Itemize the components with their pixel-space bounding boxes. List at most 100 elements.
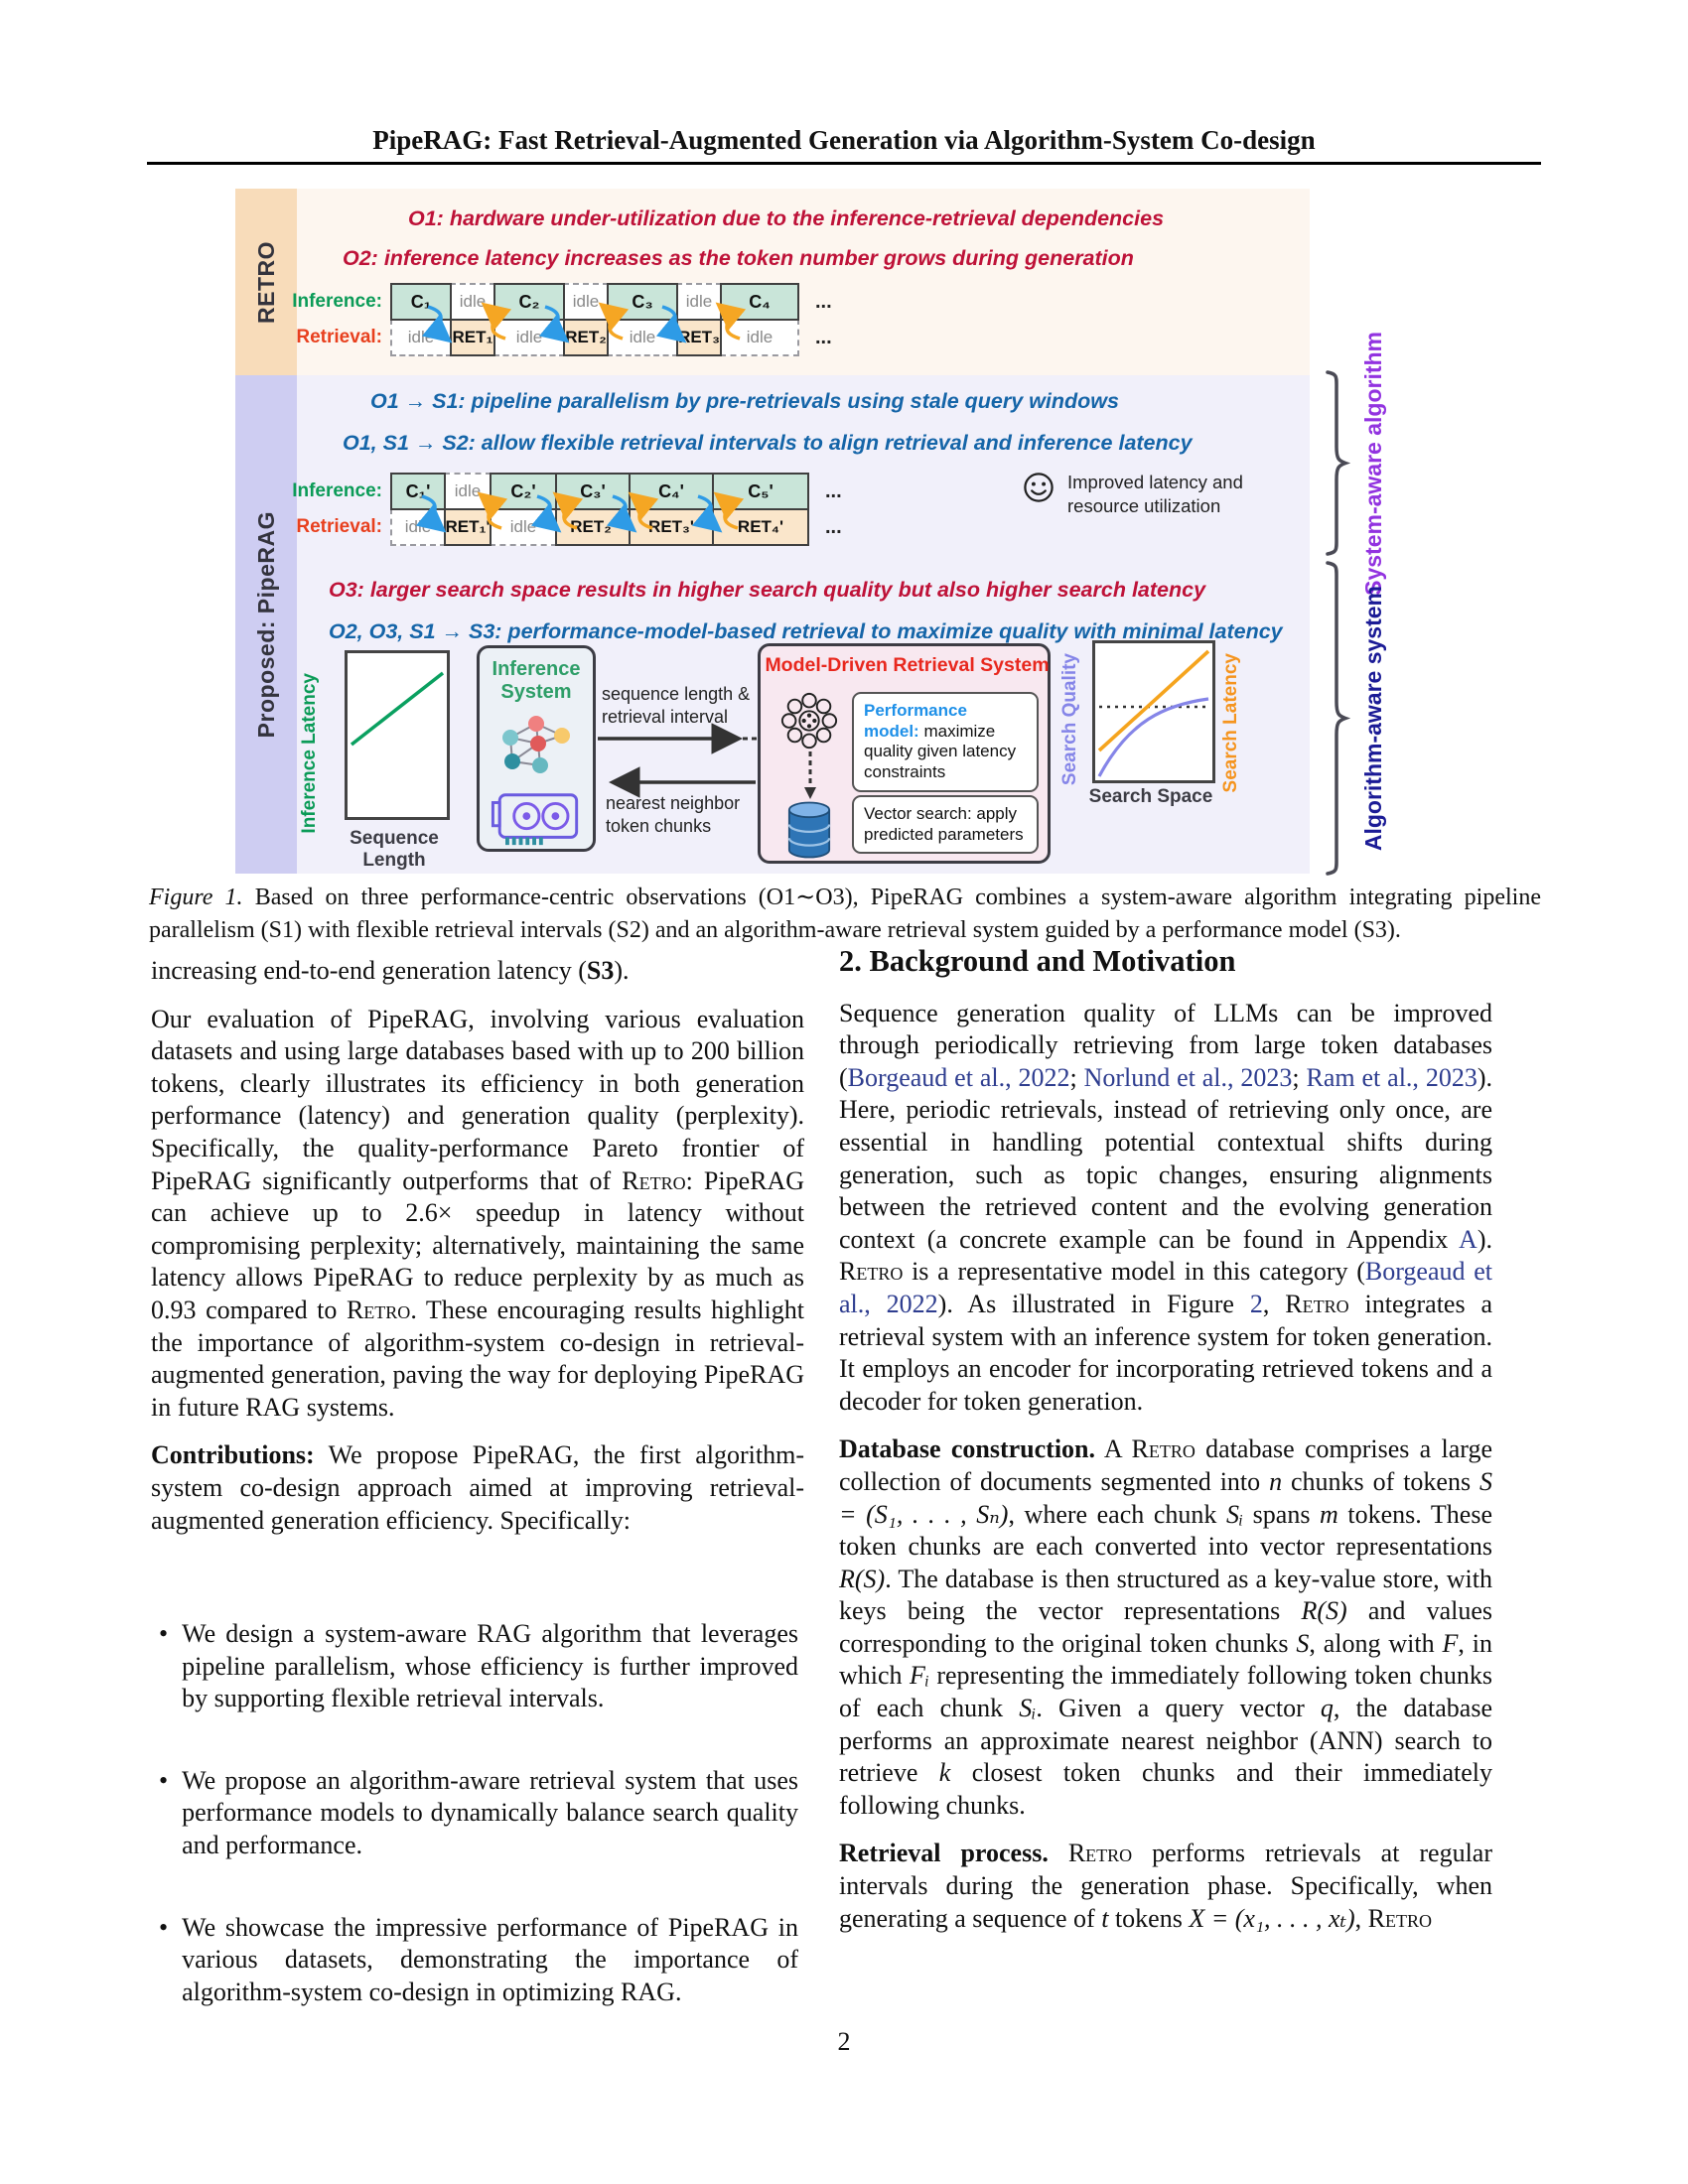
- text-segment: S = (S₁, . . . , Sₙ): [839, 1466, 1493, 1529]
- timeline-cell: C₃: [607, 283, 678, 321]
- retrieval-system-title: Model-Driven Retrieval System: [765, 654, 1050, 676]
- timeline-cell: RET₁: [450, 319, 495, 356]
- text-segment: ;: [1292, 1062, 1307, 1092]
- timeline-cell: idle: [563, 283, 609, 321]
- text-segment: n: [1269, 1466, 1283, 1496]
- timeline-cell: C₅': [712, 473, 809, 510]
- bullet-marker: •: [159, 1765, 169, 1795]
- paragraph: Sequence generation quality of LLMs can …: [839, 998, 1492, 1419]
- latency-vs-length-chart: [345, 650, 450, 820]
- text-segment: Retro: [1285, 1289, 1349, 1318]
- text-segment: X = (x₁, . . . , xₜ): [1189, 1903, 1355, 1933]
- bullet-text: We propose an algorithm-aware retrieval …: [182, 1765, 798, 1862]
- system-interface-arrows: sequence length & retrieval interval nea…: [596, 673, 758, 836]
- citation-link[interactable]: Borgeaud et al., 2022: [839, 1257, 1493, 1318]
- timeline-cell: C₁': [390, 473, 446, 510]
- text-segment: F: [1442, 1628, 1459, 1658]
- text-segment: chunks of tokens: [1282, 1466, 1480, 1496]
- system-aware-brace: [1326, 370, 1351, 556]
- algorithm-aware-label: Algorithm-aware system: [1359, 585, 1386, 852]
- text-segment: ;: [1069, 1062, 1084, 1092]
- text-segment: S3: [586, 956, 615, 985]
- quality-latency-vs-space-chart: [1092, 640, 1215, 783]
- latency-line: [350, 671, 445, 747]
- text-segment: ,: [1354, 1903, 1368, 1933]
- bullet-item: • We propose an algorithm-aware retrieval…: [159, 1765, 798, 1862]
- timeline-cell: idle: [720, 319, 799, 356]
- text-segment: [1049, 1839, 1068, 1867]
- piperag-retrieval-row: Retrieval: idle RET₁' idle RET₂' RET₃' R…: [296, 508, 913, 546]
- citation-link[interactable]: Borgeaud et al., 2022: [847, 1062, 1070, 1092]
- text-segment: ). Here, periodic retrievals, instead of…: [839, 1062, 1492, 1254]
- bullet-marker: •: [159, 1912, 169, 1942]
- ellipsis: ...: [815, 290, 832, 313]
- timeline-cell: RET₁': [444, 508, 492, 546]
- performance-model-body: maximize quality given latency constrain…: [864, 721, 1017, 782]
- system-aware-label: System-aware algorithm: [1359, 331, 1386, 596]
- timeline-cell: idle: [450, 283, 495, 321]
- text-segment: ).: [1477, 1224, 1492, 1254]
- timeline-cell: idle: [607, 319, 678, 356]
- text-segment: , in which: [839, 1628, 1492, 1691]
- improvement-note-text: Improved latency and resource utilizatio…: [1067, 472, 1243, 517]
- text-segment: 2. Background and Motivation: [839, 944, 1236, 978]
- timeline-cell: C₂: [493, 283, 565, 321]
- timeline-cell: C₃': [555, 473, 631, 510]
- piperag-band: Proposed: PipeRAG: [235, 375, 297, 874]
- ellipsis: ...: [815, 326, 832, 348]
- inference-system-box: Inference System: [477, 645, 596, 852]
- figure-caption: Figure 1. Based on three performance-cen…: [149, 882, 1541, 947]
- observation-o3: O3: larger search space results in highe…: [329, 578, 1206, 602]
- text-segment: Retro: [1131, 1434, 1196, 1464]
- citation-link[interactable]: Ram et al., 2023: [1306, 1062, 1477, 1092]
- text-segment: Retro: [839, 1257, 904, 1287]
- model-to-search-arrow: [804, 751, 816, 799]
- timeline-cell: idle: [493, 319, 565, 356]
- piperag-inference-row: Inference: C₁' idle C₂' C₃' C₄' C₅' ...: [292, 473, 913, 510]
- ellipsis: ...: [825, 515, 842, 538]
- text-segment: S: [1296, 1628, 1310, 1658]
- text-segment: Retro: [346, 1295, 411, 1324]
- inference-system-title: Inference System: [492, 658, 581, 703]
- inference-row-label: Inference:: [292, 480, 382, 501]
- text-segment: Sᵢ: [1225, 1499, 1244, 1529]
- timeline-cell: RET₄': [712, 508, 809, 546]
- section-heading: 2. Background and Motivation: [839, 945, 1492, 978]
- search-latency-axis-label: Search Latency: [1220, 653, 1242, 793]
- retro-retrieval-row: Retrieval: idle RET₁ idle RET₂ idle RET₃…: [296, 319, 913, 356]
- citation-link[interactable]: 2: [1249, 1289, 1263, 1318]
- citation-link[interactable]: A: [1459, 1224, 1477, 1254]
- retrieval-row-label: Retrieval:: [296, 516, 382, 537]
- text-segment: m: [1320, 1499, 1338, 1529]
- timeline-cell: RET₃': [629, 508, 714, 546]
- text-segment: R(S): [1301, 1596, 1347, 1626]
- text-segment: We propose PipeRAG, the first algorithm-…: [151, 1440, 804, 1535]
- figure-caption-body: Based on three performance-centric obser…: [149, 885, 1541, 944]
- text-segment: database comprises a large collection of…: [839, 1434, 1492, 1496]
- timeline-cell: C₄': [629, 473, 714, 510]
- text-segment: Fᵢ: [909, 1661, 929, 1691]
- text-segment: . Given a query vector: [1036, 1694, 1321, 1723]
- retro-inference-row: Inference: C₁ idle C₂ idle C₃ idle C₄ ..…: [292, 283, 913, 321]
- retrieval-system-box: Model-Driven Retrieval System: [758, 643, 1051, 864]
- text-segment: is a representative model in this catego…: [903, 1257, 1365, 1287]
- sequence-length-axis-label: Sequence Length: [350, 828, 439, 871]
- solution-s3: O2, O3, S1 → S3: performance-model-based…: [329, 619, 1283, 643]
- text-segment: Retro: [1367, 1903, 1432, 1933]
- paragraph: Contributions: We propose PipeRAG, the f…: [151, 1439, 804, 1537]
- citation-link[interactable]: Norlund et al., 2023: [1083, 1062, 1293, 1092]
- text-segment: tokens: [1108, 1903, 1190, 1933]
- text-segment: k: [938, 1758, 951, 1788]
- timeline-cell: idle: [676, 283, 722, 321]
- piperag-section: O1 → S1: pipeline parallelism by pre-ret…: [292, 375, 1310, 874]
- text-segment: performs retrievals at regular intervals…: [839, 1839, 1493, 1933]
- vector-database-icon: [787, 801, 831, 859]
- figure-main: O1: hardware under-utilization due to th…: [292, 189, 1310, 874]
- timeline-cell: C₁: [390, 283, 452, 321]
- figure-caption-lead: Figure 1.: [149, 885, 243, 910]
- inference-row-label: Inference:: [292, 291, 382, 312]
- timeline-cell: C₄: [720, 283, 799, 321]
- vector-search-text: Vector search: apply predicted parameter…: [864, 804, 1024, 844]
- arrow-to-retrieval-label: sequence length & retrieval interval: [602, 684, 751, 727]
- left-column: increasing end-to-end generation latency…: [151, 955, 804, 2058]
